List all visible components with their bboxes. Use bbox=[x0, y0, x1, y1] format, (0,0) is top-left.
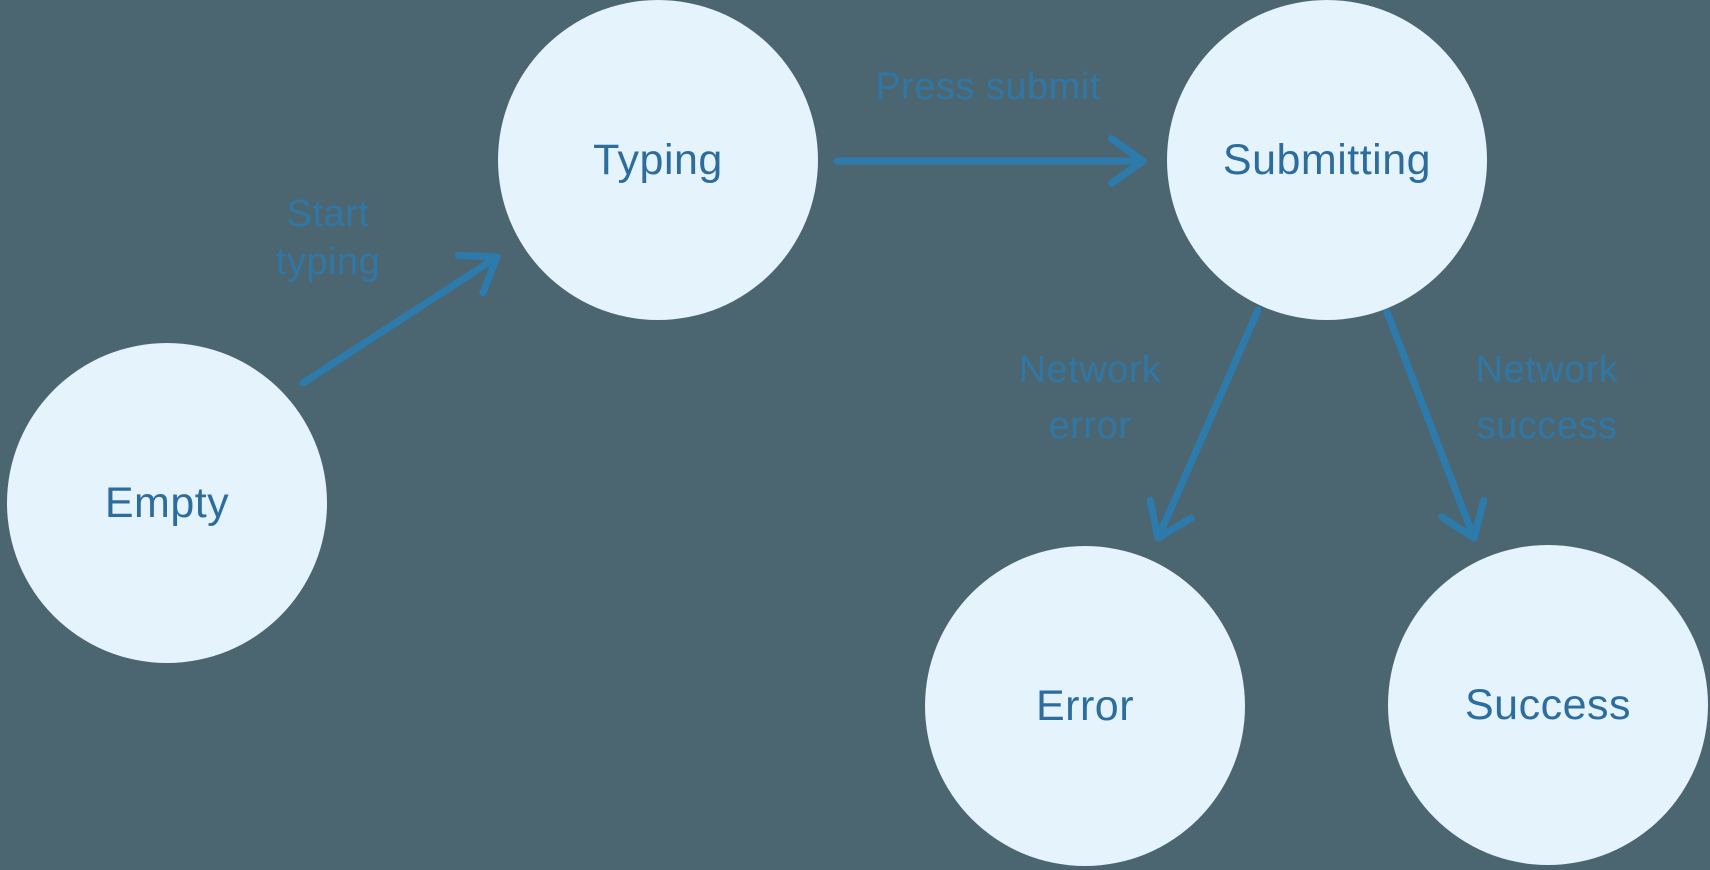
state-node-typing: Typing bbox=[498, 0, 818, 320]
edge-label-start-typing-line1: Start bbox=[287, 193, 370, 235]
edge-network-success: Network success bbox=[1383, 308, 1619, 542]
typing-state-label: Typing bbox=[593, 136, 723, 184]
edge-label-network-success-line2: success bbox=[1477, 405, 1618, 447]
arrow-submitting-to-error bbox=[1146, 306, 1262, 542]
success-state-circle bbox=[1388, 545, 1708, 865]
state-node-empty: Empty bbox=[7, 343, 327, 663]
edge-label-network-success-line1: Network bbox=[1476, 349, 1619, 391]
submitting-state-label: Submitting bbox=[1223, 136, 1431, 184]
arrow-submitting-to-success bbox=[1383, 308, 1488, 542]
state-node-success: Success bbox=[1388, 545, 1708, 865]
submitting-state-circle bbox=[1167, 0, 1487, 320]
edge-start-typing: Start typing bbox=[276, 193, 501, 387]
edge-label-network-error-line2: error bbox=[1049, 405, 1132, 447]
edge-label-start-typing-line2: typing bbox=[276, 241, 380, 283]
error-state-label: Error bbox=[1036, 682, 1134, 730]
error-state-circle bbox=[925, 546, 1245, 866]
empty-state-circle bbox=[7, 343, 327, 663]
edge-press-submit: Press submit bbox=[833, 66, 1147, 187]
arrow-empty-to-typing bbox=[299, 251, 501, 387]
state-node-error: Error bbox=[925, 546, 1245, 866]
edge-label-press-submit: Press submit bbox=[875, 66, 1101, 108]
success-state-label: Success bbox=[1465, 681, 1631, 729]
empty-state-label: Empty bbox=[105, 479, 229, 527]
typing-state-circle bbox=[498, 0, 818, 320]
edge-label-network-error-line1: Network bbox=[1019, 349, 1162, 391]
state-node-submitting: Submitting bbox=[1167, 0, 1487, 320]
edge-network-error: Network error bbox=[1019, 306, 1262, 542]
